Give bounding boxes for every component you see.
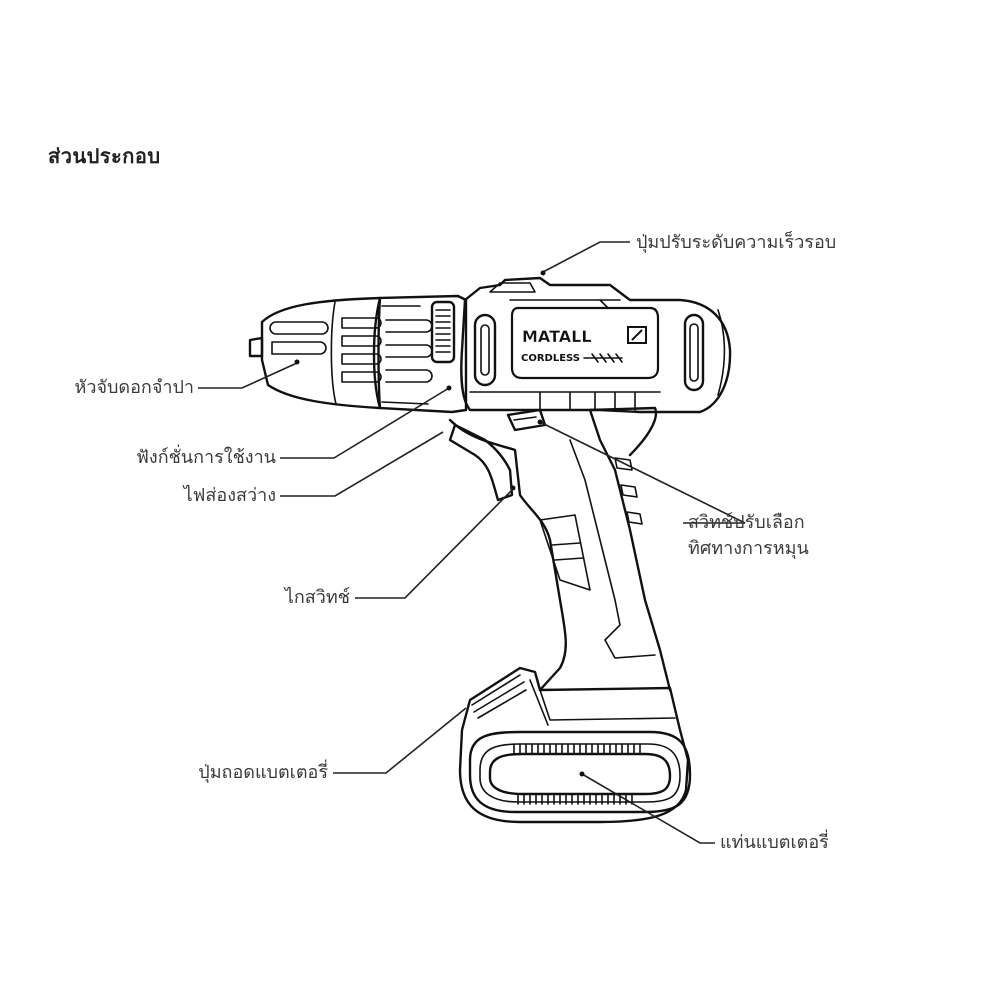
battery-pack-drawing: [458, 666, 692, 824]
label-work-light: ไฟส่องสว่าง: [183, 485, 276, 506]
label-direction-switch: สวิทช์ปรับเลือก ทิศทางการหมุน: [688, 510, 809, 562]
label-trigger: ไกสวิทช์: [284, 587, 350, 608]
label-direction-switch-line2: ทิศทางการหมุน: [688, 538, 809, 559]
label-function-selector: ฟังก์ชั่นการใช้งาน: [136, 447, 276, 468]
leader-lines: [198, 241, 746, 844]
motor-housing-drawing: MATALL CORDLESS: [460, 276, 732, 432]
chuck-drawing: [248, 296, 382, 410]
clutch-collar-drawing: [372, 294, 468, 414]
handle-drawing: [448, 406, 672, 692]
label-speed-selector: ปุ่มปรับระดับความเร็วรอบ: [636, 232, 837, 253]
label-battery-release: ปุ่มถอดแบตเตอรี่: [198, 762, 328, 783]
brand-logo-text: MATALL: [522, 327, 592, 346]
label-chuck: หัวจับดอกจำปา: [74, 377, 194, 398]
label-direction-switch-line1: สวิทช์ปรับเลือก: [688, 512, 805, 533]
label-battery-pack: แท่นแบตเตอรี่: [720, 832, 829, 853]
cordless-text: CORDLESS: [521, 353, 580, 364]
page-title: ส่วนประกอบ: [48, 144, 161, 168]
